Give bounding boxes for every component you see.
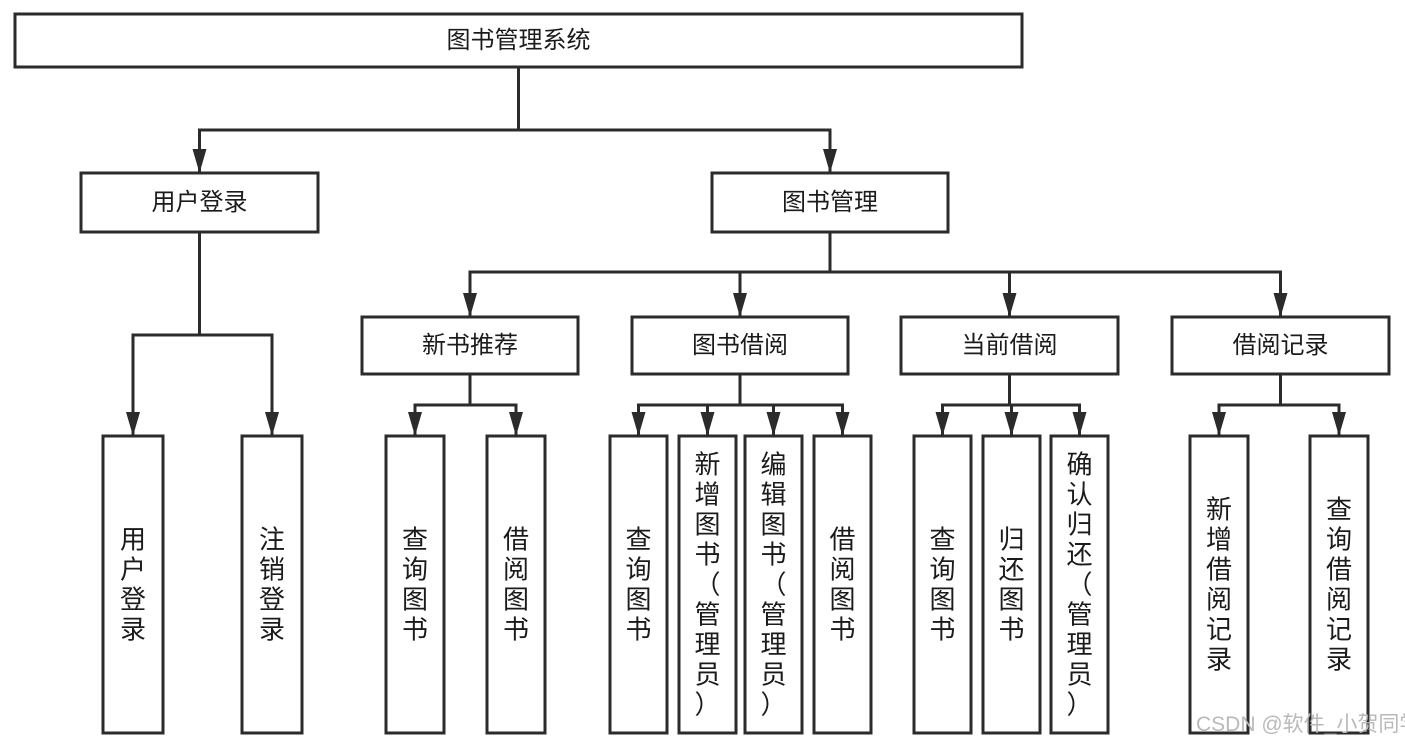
node-cb-confirm-return[interactable]: 确认归还（管理员） (1049, 434, 1110, 735)
node-box-bb-query-book (608, 434, 669, 735)
node-box-leaf-user-logout (240, 434, 304, 735)
node-borrow-record[interactable]: 借阅记录 (1170, 315, 1391, 376)
node-box-cb-query-book (912, 434, 973, 735)
node-label-borrow-record: 借阅记录 (1233, 332, 1329, 359)
node-box-book-manage (710, 171, 950, 234)
arrow-head (1273, 293, 1288, 317)
node-current-borrow[interactable]: 当前借阅 (899, 315, 1120, 376)
arrow-head (463, 293, 477, 317)
node-box-cb-confirm-return (1049, 434, 1110, 735)
arrow-head (192, 149, 207, 173)
node-label-nbr-borrow-book: 借阅图书 (503, 525, 529, 645)
arrow-head (265, 412, 279, 436)
node-label-bb-borrow-book: 借阅图书 (829, 525, 855, 645)
node-box-new-book-rec (360, 315, 580, 376)
node-box-br-query-record (1308, 434, 1370, 735)
node-br-add-record[interactable]: 新增借阅记录 (1188, 434, 1250, 735)
edges-layer (126, 65, 1346, 438)
node-br-query-record[interactable]: 查询借阅记录 (1308, 434, 1370, 735)
node-label-book-borrow: 图书借阅 (692, 332, 788, 359)
arrow-head (408, 412, 422, 436)
node-box-user-login (79, 171, 320, 234)
node-box-root (13, 12, 1024, 69)
node-bb-add-book[interactable]: 新增图书（管理员） (677, 434, 738, 735)
arrow-head (733, 293, 747, 317)
arrow-head (823, 149, 837, 173)
node-nbr-borrow-book[interactable]: 借阅图书 (485, 434, 547, 735)
node-box-nbr-query-book (384, 434, 446, 735)
node-box-borrow-record (1170, 315, 1391, 376)
node-book-borrow[interactable]: 图书借阅 (630, 315, 850, 376)
node-label-nbr-query-book: 查询图书 (402, 525, 428, 645)
node-box-bb-add-book (677, 434, 738, 735)
node-nbr-query-book[interactable]: 查询图书 (384, 434, 446, 735)
node-label-leaf-user-logout: 注销登录 (259, 525, 285, 645)
arrow-head (1002, 293, 1017, 317)
node-label-cb-return-book: 归还图书 (998, 525, 1024, 645)
arrow-head (1332, 412, 1346, 436)
node-label-br-add-record: 新增借阅记录 (1206, 495, 1232, 675)
arrow-head (835, 412, 850, 436)
arrow-head (509, 412, 523, 436)
node-label-book-manage: 图书管理 (782, 189, 878, 216)
node-bb-borrow-book[interactable]: 借阅图书 (812, 434, 873, 735)
arrow-head (631, 412, 646, 436)
node-label-new-book-rec: 新书推荐 (422, 332, 518, 359)
node-box-bb-borrow-book (812, 434, 873, 735)
node-new-book-rec[interactable]: 新书推荐 (360, 315, 580, 376)
nodes-layer: 图书管理系统用户登录图书管理新书推荐图书借阅当前借阅借阅记录用户登录注销登录查询… (13, 12, 1391, 735)
node-leaf-user-login[interactable]: 用户登录 (101, 434, 165, 735)
node-label-user-login: 用户登录 (152, 189, 248, 216)
node-label-bb-add-book: 新增图书（管理员） (694, 450, 720, 720)
arrow-head (1212, 412, 1226, 436)
node-label-br-query-record: 查询借阅记录 (1326, 495, 1352, 675)
csdn-watermark: CSDN @软件_小贺同学 (1196, 713, 1405, 736)
node-bb-edit-book[interactable]: 编辑图书（管理员） (743, 434, 804, 735)
node-cb-return-book[interactable]: 归还图书 (981, 434, 1042, 735)
node-label-cb-confirm-return: 确认归还（管理员） (1066, 450, 1092, 720)
node-user-login[interactable]: 用户登录 (79, 171, 320, 234)
arrow-head (126, 412, 140, 436)
node-label-bb-edit-book: 编辑图书（管理员） (760, 450, 786, 720)
node-box-nbr-borrow-book (485, 434, 547, 735)
node-root[interactable]: 图书管理系统 (13, 12, 1024, 69)
node-leaf-user-logout[interactable]: 注销登录 (240, 434, 304, 735)
node-box-br-add-record (1188, 434, 1250, 735)
node-cb-query-book[interactable]: 查询图书 (912, 434, 973, 735)
arrow-head (1072, 412, 1087, 436)
node-label-current-borrow: 当前借阅 (962, 332, 1058, 359)
node-label-cb-query-book: 查询图书 (929, 525, 955, 645)
node-box-cb-return-book (981, 434, 1042, 735)
arrow-head (1004, 412, 1019, 436)
node-bb-query-book[interactable]: 查询图书 (608, 434, 669, 735)
node-box-bb-edit-book (743, 434, 804, 735)
node-book-manage[interactable]: 图书管理 (710, 171, 950, 234)
arrow-head (766, 412, 781, 436)
arrow-head (700, 412, 715, 436)
node-box-current-borrow (899, 315, 1120, 376)
node-box-leaf-user-login (101, 434, 165, 735)
arrow-head (935, 412, 950, 436)
node-label-root: 图书管理系统 (447, 27, 591, 54)
node-label-bb-query-book: 查询图书 (625, 525, 651, 645)
node-box-book-borrow (630, 315, 850, 376)
node-label-leaf-user-login: 用户登录 (120, 525, 146, 645)
